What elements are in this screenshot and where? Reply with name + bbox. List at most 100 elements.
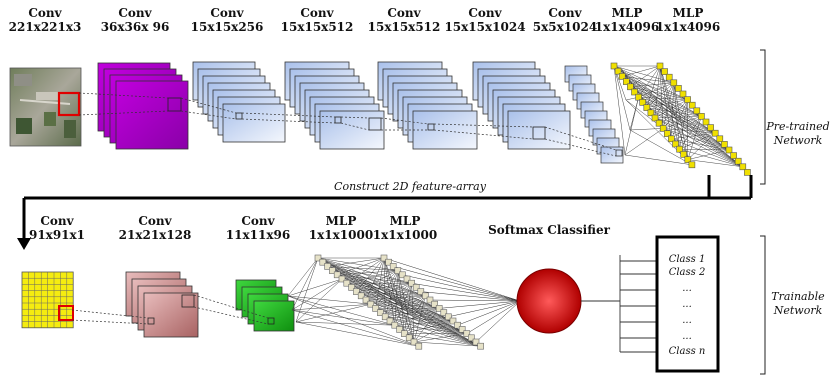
connection-line [397,270,405,334]
connection-line [404,308,440,334]
mlp-node [449,317,457,325]
mlp-node [707,124,714,131]
mlp-node [440,309,448,316]
connector-caption: Construct 2D feature-array [334,180,486,193]
connection-line [673,82,689,160]
connection-line [466,300,521,334]
mlp-node [680,151,688,158]
connection-line [630,65,661,87]
connection-line [346,282,440,309]
connection-line [291,257,319,311]
class-item: ... [682,331,692,342]
connection-line [624,128,664,156]
connection-line [356,257,385,292]
connection-line [638,96,688,100]
connection-line [385,308,440,318]
mlp-node [445,313,452,321]
connection-line [646,82,674,108]
connection-line [413,295,426,343]
connection-line [375,295,426,309]
mlp-node [394,267,402,274]
conv-stack-blue-3 [377,61,478,150]
mlp-node [463,330,471,337]
connection-line [394,320,454,326]
mlp-node [631,88,638,96]
conv-stack-rose [125,271,199,338]
connection-line [291,278,343,311]
mlp-node [329,267,336,274]
connection-line [383,257,521,302]
connection-line [356,291,426,297]
connection-line [365,299,454,322]
connection-line [629,128,664,131]
connection-line [646,65,661,108]
mlp-node [614,67,622,75]
connection-line [659,65,664,129]
mlp-node [385,258,392,266]
connection-line [394,324,467,334]
connection-line [413,341,481,347]
conv-stack-blue-small [564,65,624,164]
class-item: Class n [668,346,706,357]
connection-line [385,283,412,317]
mlp-node [381,313,389,321]
bottom-input-grid [21,271,74,329]
pretrained-bracket [760,49,766,185]
mlp-node [372,305,379,312]
connection-line [659,65,672,139]
mlp-node [655,119,663,127]
connection-line [394,270,399,326]
feature-array-connector [22,175,753,240]
connection-line [687,159,743,168]
connection-line [291,309,395,326]
connection-line [630,82,674,88]
connection-line [413,308,440,343]
mlp-node [408,279,415,287]
mlp-node [431,300,438,308]
class-item: ... [682,283,692,294]
mlp-node [725,146,733,154]
connection-line [629,129,693,166]
softmax-node [516,268,582,334]
mlp-node [367,300,375,308]
mlp-node [627,83,634,91]
mlp-node [415,342,423,350]
mlp-node [651,114,659,122]
mlp-node [333,271,341,279]
input-aerial-image [9,67,82,147]
connection-line [411,282,521,302]
connection-line [317,257,412,284]
connection-line [662,82,675,129]
mlp-node [324,263,331,270]
mlp-node [635,93,642,101]
connection-line [346,257,385,284]
mlp-node [338,275,346,283]
connection-line [439,300,521,309]
connection-line [457,300,521,326]
connection-line [385,316,467,334]
trainable-bracket [760,235,766,375]
connection-line [327,257,385,267]
bottom-dashed-connections [71,294,269,325]
mlp-node [343,279,351,287]
mlp-node [357,292,365,300]
connection-line [687,116,702,160]
mlp-node [412,284,420,291]
connection-line [337,274,412,284]
connection-line [287,295,419,347]
mlp-node [403,275,411,283]
connection-line [613,65,674,84]
mlp-node [468,334,475,342]
connection-line [385,295,426,317]
connection-line [413,333,467,343]
mlp-node [643,104,651,111]
connection-line [622,76,674,84]
connection-line [287,295,395,326]
connection-line [613,65,626,156]
mlp-node [688,161,696,169]
top-dashed-connections [78,92,617,157]
mlp-node [454,321,461,329]
